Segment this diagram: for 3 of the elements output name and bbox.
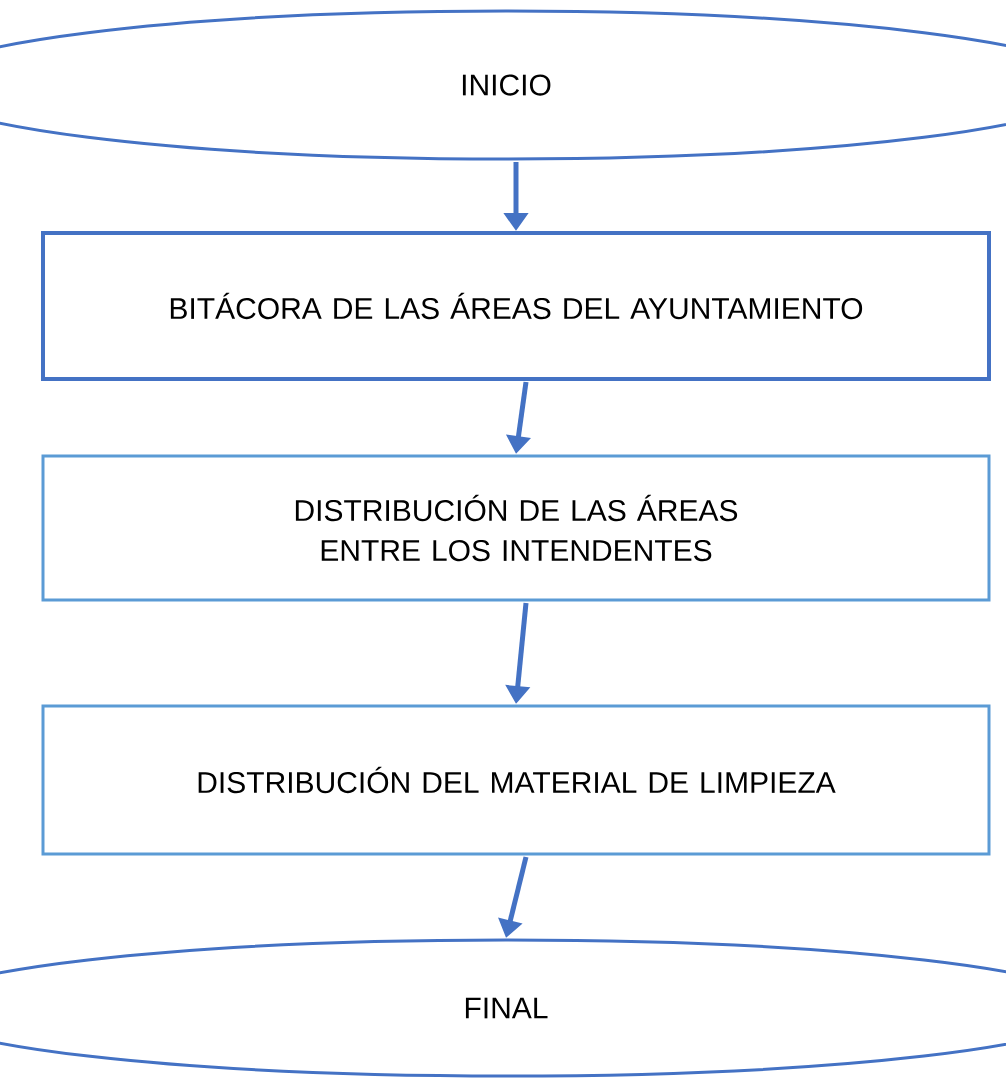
process-box: DISTRIBUCIÓN DEL MATERIAL DE LIMPIEZA	[41, 704, 991, 856]
process-box: BITÁCORA DE LAS ÁREAS DEL AYUNTAMIENTO	[41, 231, 991, 381]
process-box: DISTRIBUCIÓN DE LAS ÁREAS ENTRE LOS INTENDENTES	[41, 454, 991, 602]
